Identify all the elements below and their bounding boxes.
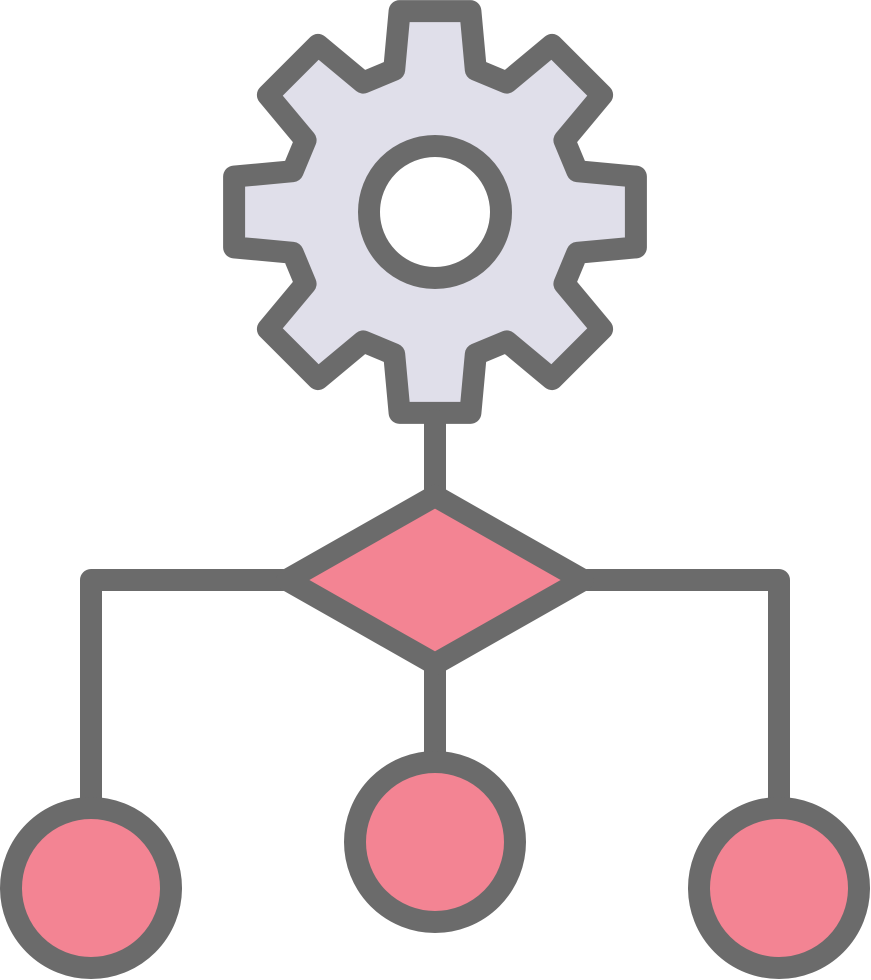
decision-diamond xyxy=(276,485,594,675)
output-node-left xyxy=(0,797,182,979)
gear-hub xyxy=(358,135,512,289)
output-node-center xyxy=(344,751,526,933)
branch-line-left xyxy=(80,569,294,819)
output-node-right xyxy=(688,797,870,979)
branch-lines xyxy=(80,569,790,819)
branch-line-right xyxy=(576,569,790,819)
gear-icon xyxy=(223,0,647,424)
